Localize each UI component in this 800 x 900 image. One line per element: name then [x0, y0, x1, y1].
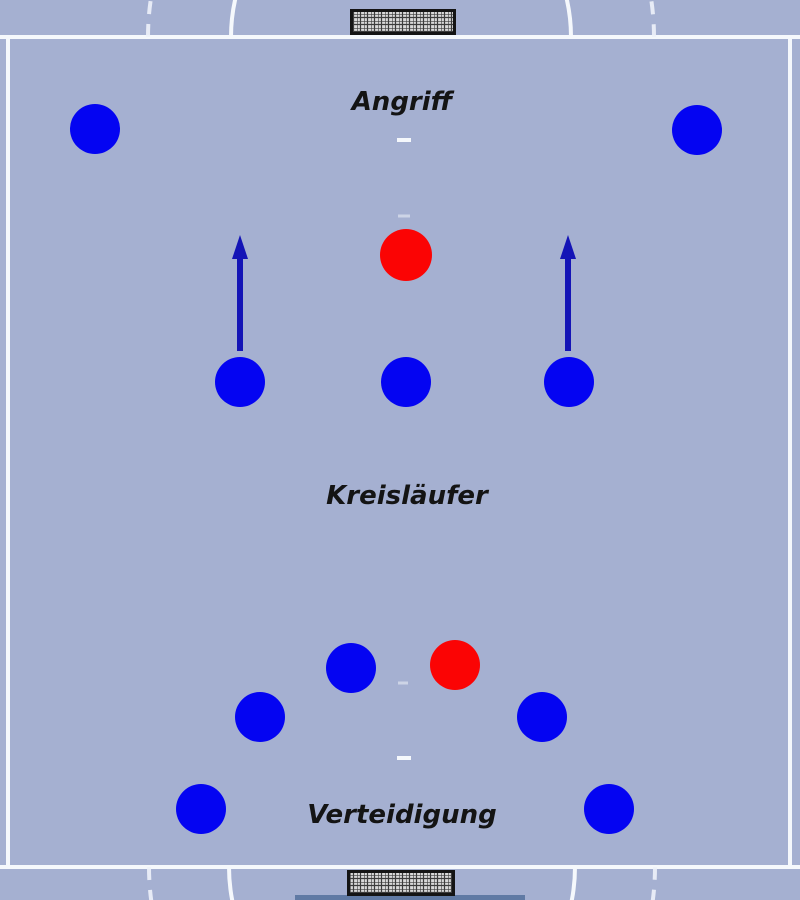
arrow-head-right-back-run — [560, 235, 576, 259]
player-defense-half-left — [235, 692, 285, 742]
label-attack: Angriff — [350, 87, 455, 117]
player-attack-center-back — [381, 357, 431, 407]
player-defense-center-left — [326, 643, 376, 693]
player-attack-right-back — [544, 357, 594, 407]
arrows-layer — [232, 235, 576, 351]
player-defense-center-right — [430, 640, 480, 690]
label-pivot: Kreisläufer — [326, 481, 490, 511]
goal-bottom-net — [350, 873, 452, 893]
player-defense-outside-left — [176, 784, 226, 834]
players-layer — [70, 104, 722, 834]
label-defense: Verteidigung — [307, 800, 496, 830]
player-attack-left-back — [215, 357, 265, 407]
goal-bottom — [347, 870, 455, 896]
player-attack-right-wing — [672, 105, 722, 155]
arrow-head-left-back-run — [232, 235, 248, 259]
goal-top — [350, 9, 456, 35]
goal-base-shadow — [295, 895, 525, 900]
goal-top-net — [353, 12, 453, 32]
player-attack-pivot — [380, 229, 432, 281]
player-attack-left-wing — [70, 104, 120, 154]
player-defense-outside-right — [584, 784, 634, 834]
player-defense-half-right — [517, 692, 567, 742]
